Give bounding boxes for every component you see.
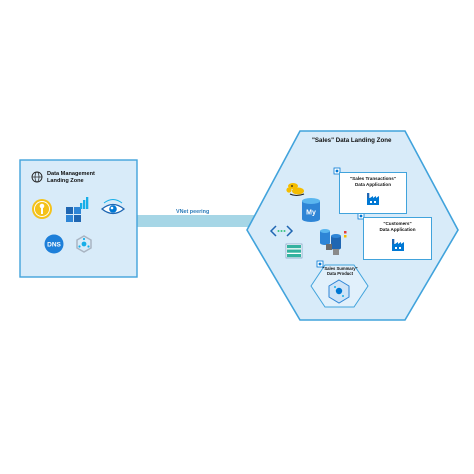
vnet-peering-label: VNet peering bbox=[176, 209, 210, 215]
databricks-icon bbox=[286, 183, 305, 197]
connector-icon-product bbox=[316, 260, 324, 268]
data-product-icon bbox=[328, 279, 350, 304]
vnet-peering-band bbox=[136, 215, 262, 227]
data-product-title-line1: "Sales Summary" bbox=[322, 266, 358, 271]
svg-text:My: My bbox=[306, 210, 316, 217]
connector-icon-sales bbox=[333, 167, 341, 175]
dmlz-title: Data Management Landing Zone bbox=[47, 171, 95, 184]
storage-icon bbox=[285, 243, 303, 259]
key-vault-icon bbox=[32, 199, 52, 219]
sales-app-title-line2: Data Application bbox=[354, 182, 392, 187]
sales-app-title-line1: "Sales Transactions" bbox=[350, 176, 396, 181]
data-product-title-line2: Data Product bbox=[326, 271, 354, 276]
sql-cubes-icon bbox=[320, 229, 347, 255]
dmlz-title-line2: Landing Zone bbox=[47, 177, 84, 184]
customers-app-title-line2: Data Application bbox=[379, 227, 416, 232]
graph-hex-icon bbox=[76, 235, 92, 253]
svg-text:DNS: DNS bbox=[47, 242, 61, 249]
analytics-icon bbox=[66, 197, 89, 222]
customers-app: "Customers" Data Application bbox=[363, 217, 432, 260]
dns-icon: DNS bbox=[44, 234, 64, 254]
mysql-icon: My bbox=[302, 198, 320, 222]
globe-icon bbox=[31, 171, 43, 183]
factory-icon bbox=[392, 239, 404, 251]
customers-app-title-line1: "Customers" bbox=[383, 221, 412, 226]
vnet-arrows-icon bbox=[269, 225, 294, 237]
sales-transactions-app: "Sales Transactions" Data Application bbox=[339, 172, 407, 214]
factory-icon bbox=[367, 193, 379, 205]
purview-eye-icon bbox=[100, 199, 126, 215]
dmlz-title-line1: Data Management bbox=[47, 171, 95, 177]
dlz-title: "Sales" Data Landing Zone bbox=[312, 137, 392, 144]
